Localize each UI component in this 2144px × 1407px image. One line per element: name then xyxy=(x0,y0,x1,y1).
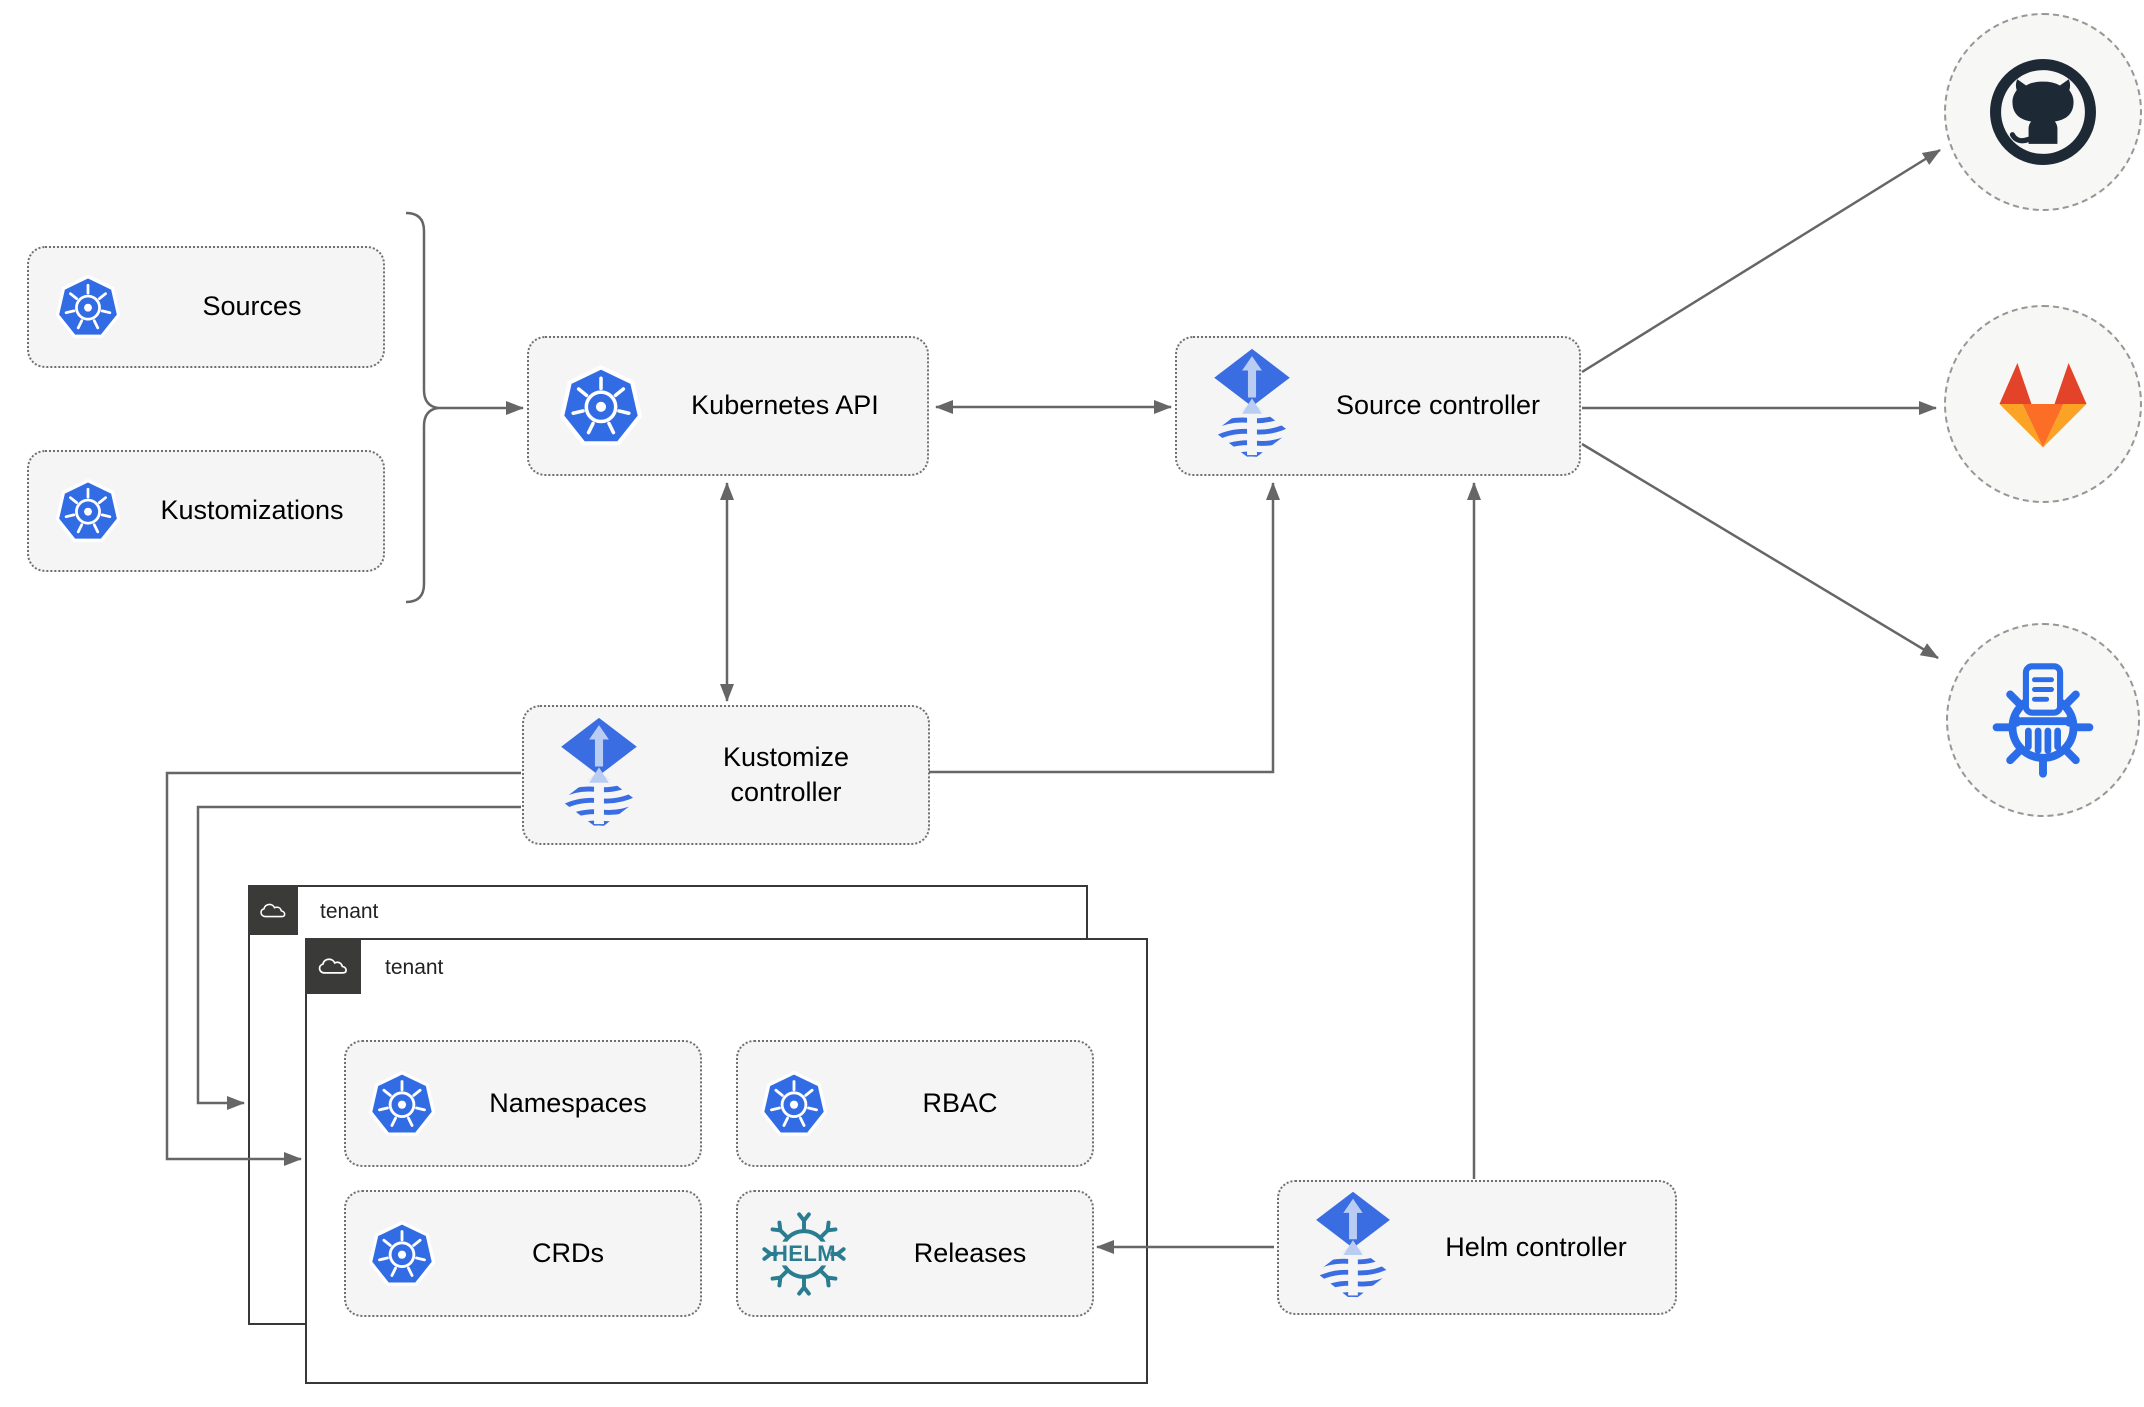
endpoint-helm-repository xyxy=(1946,623,2140,817)
node-label: Kustomizations xyxy=(160,495,344,526)
kubernetes-icon xyxy=(760,1068,828,1140)
tenant-label: tenant xyxy=(385,956,444,979)
node-label: Sources xyxy=(202,291,302,322)
kubernetes-icon xyxy=(368,1218,436,1290)
edge-source-controller-to-helm-repository xyxy=(1581,442,1939,660)
kubernetes-icon xyxy=(368,1068,436,1140)
node-helm-controller: Helm controller xyxy=(1277,1180,1677,1315)
kubernetes-icon xyxy=(55,272,121,342)
github-icon xyxy=(1978,47,2108,177)
node-kustomizations: Kustomizations xyxy=(27,450,385,572)
kubernetes-icon xyxy=(559,361,643,451)
gitlab-icon xyxy=(1979,340,2107,468)
node-label: CRDs xyxy=(532,1237,604,1268)
node-label: Source controller xyxy=(1335,390,1541,421)
cloud-icon xyxy=(315,953,351,978)
node-label: Namespaces xyxy=(489,1087,647,1118)
helm-repository-icon xyxy=(1982,659,2104,781)
node-label: RBAC xyxy=(922,1087,998,1118)
cloud-icon xyxy=(257,899,289,921)
kubernetes-icon xyxy=(55,476,121,546)
tenant-tab xyxy=(304,937,361,994)
node-kustomize-controller: Kustomize controller xyxy=(522,705,930,845)
tenant-label: tenant xyxy=(320,900,379,923)
node-label: Releases xyxy=(913,1237,1027,1268)
node-label: Kustomize controller xyxy=(722,741,850,807)
tenant-group-inner: tenant Namespaces RBAC CRDs Releases xyxy=(304,937,1148,1384)
tenant-tab xyxy=(247,884,298,935)
edge-source-controller-to-github xyxy=(1581,148,1941,374)
edge-group-brace xyxy=(405,211,439,604)
edge-kustomize-controller-to-source-controller xyxy=(929,482,1280,774)
node-crds: CRDs xyxy=(344,1190,702,1317)
node-label: Kubernetes API xyxy=(691,390,879,421)
flux-icon xyxy=(554,716,644,835)
node-sources: Sources xyxy=(27,246,385,368)
node-label: Helm controller xyxy=(1445,1231,1627,1262)
flux-icon xyxy=(1309,1190,1397,1306)
node-releases: Releases xyxy=(736,1190,1094,1317)
endpoint-gitlab xyxy=(1944,305,2142,503)
helm-icon xyxy=(760,1210,848,1298)
node-namespaces: Namespaces xyxy=(344,1040,702,1167)
endpoint-github xyxy=(1944,13,2142,211)
node-source-controller: Source controller xyxy=(1175,336,1581,476)
node-kubernetes-api: Kubernetes API xyxy=(527,336,929,476)
node-rbac: RBAC xyxy=(736,1040,1094,1167)
flux-icon xyxy=(1207,347,1297,466)
